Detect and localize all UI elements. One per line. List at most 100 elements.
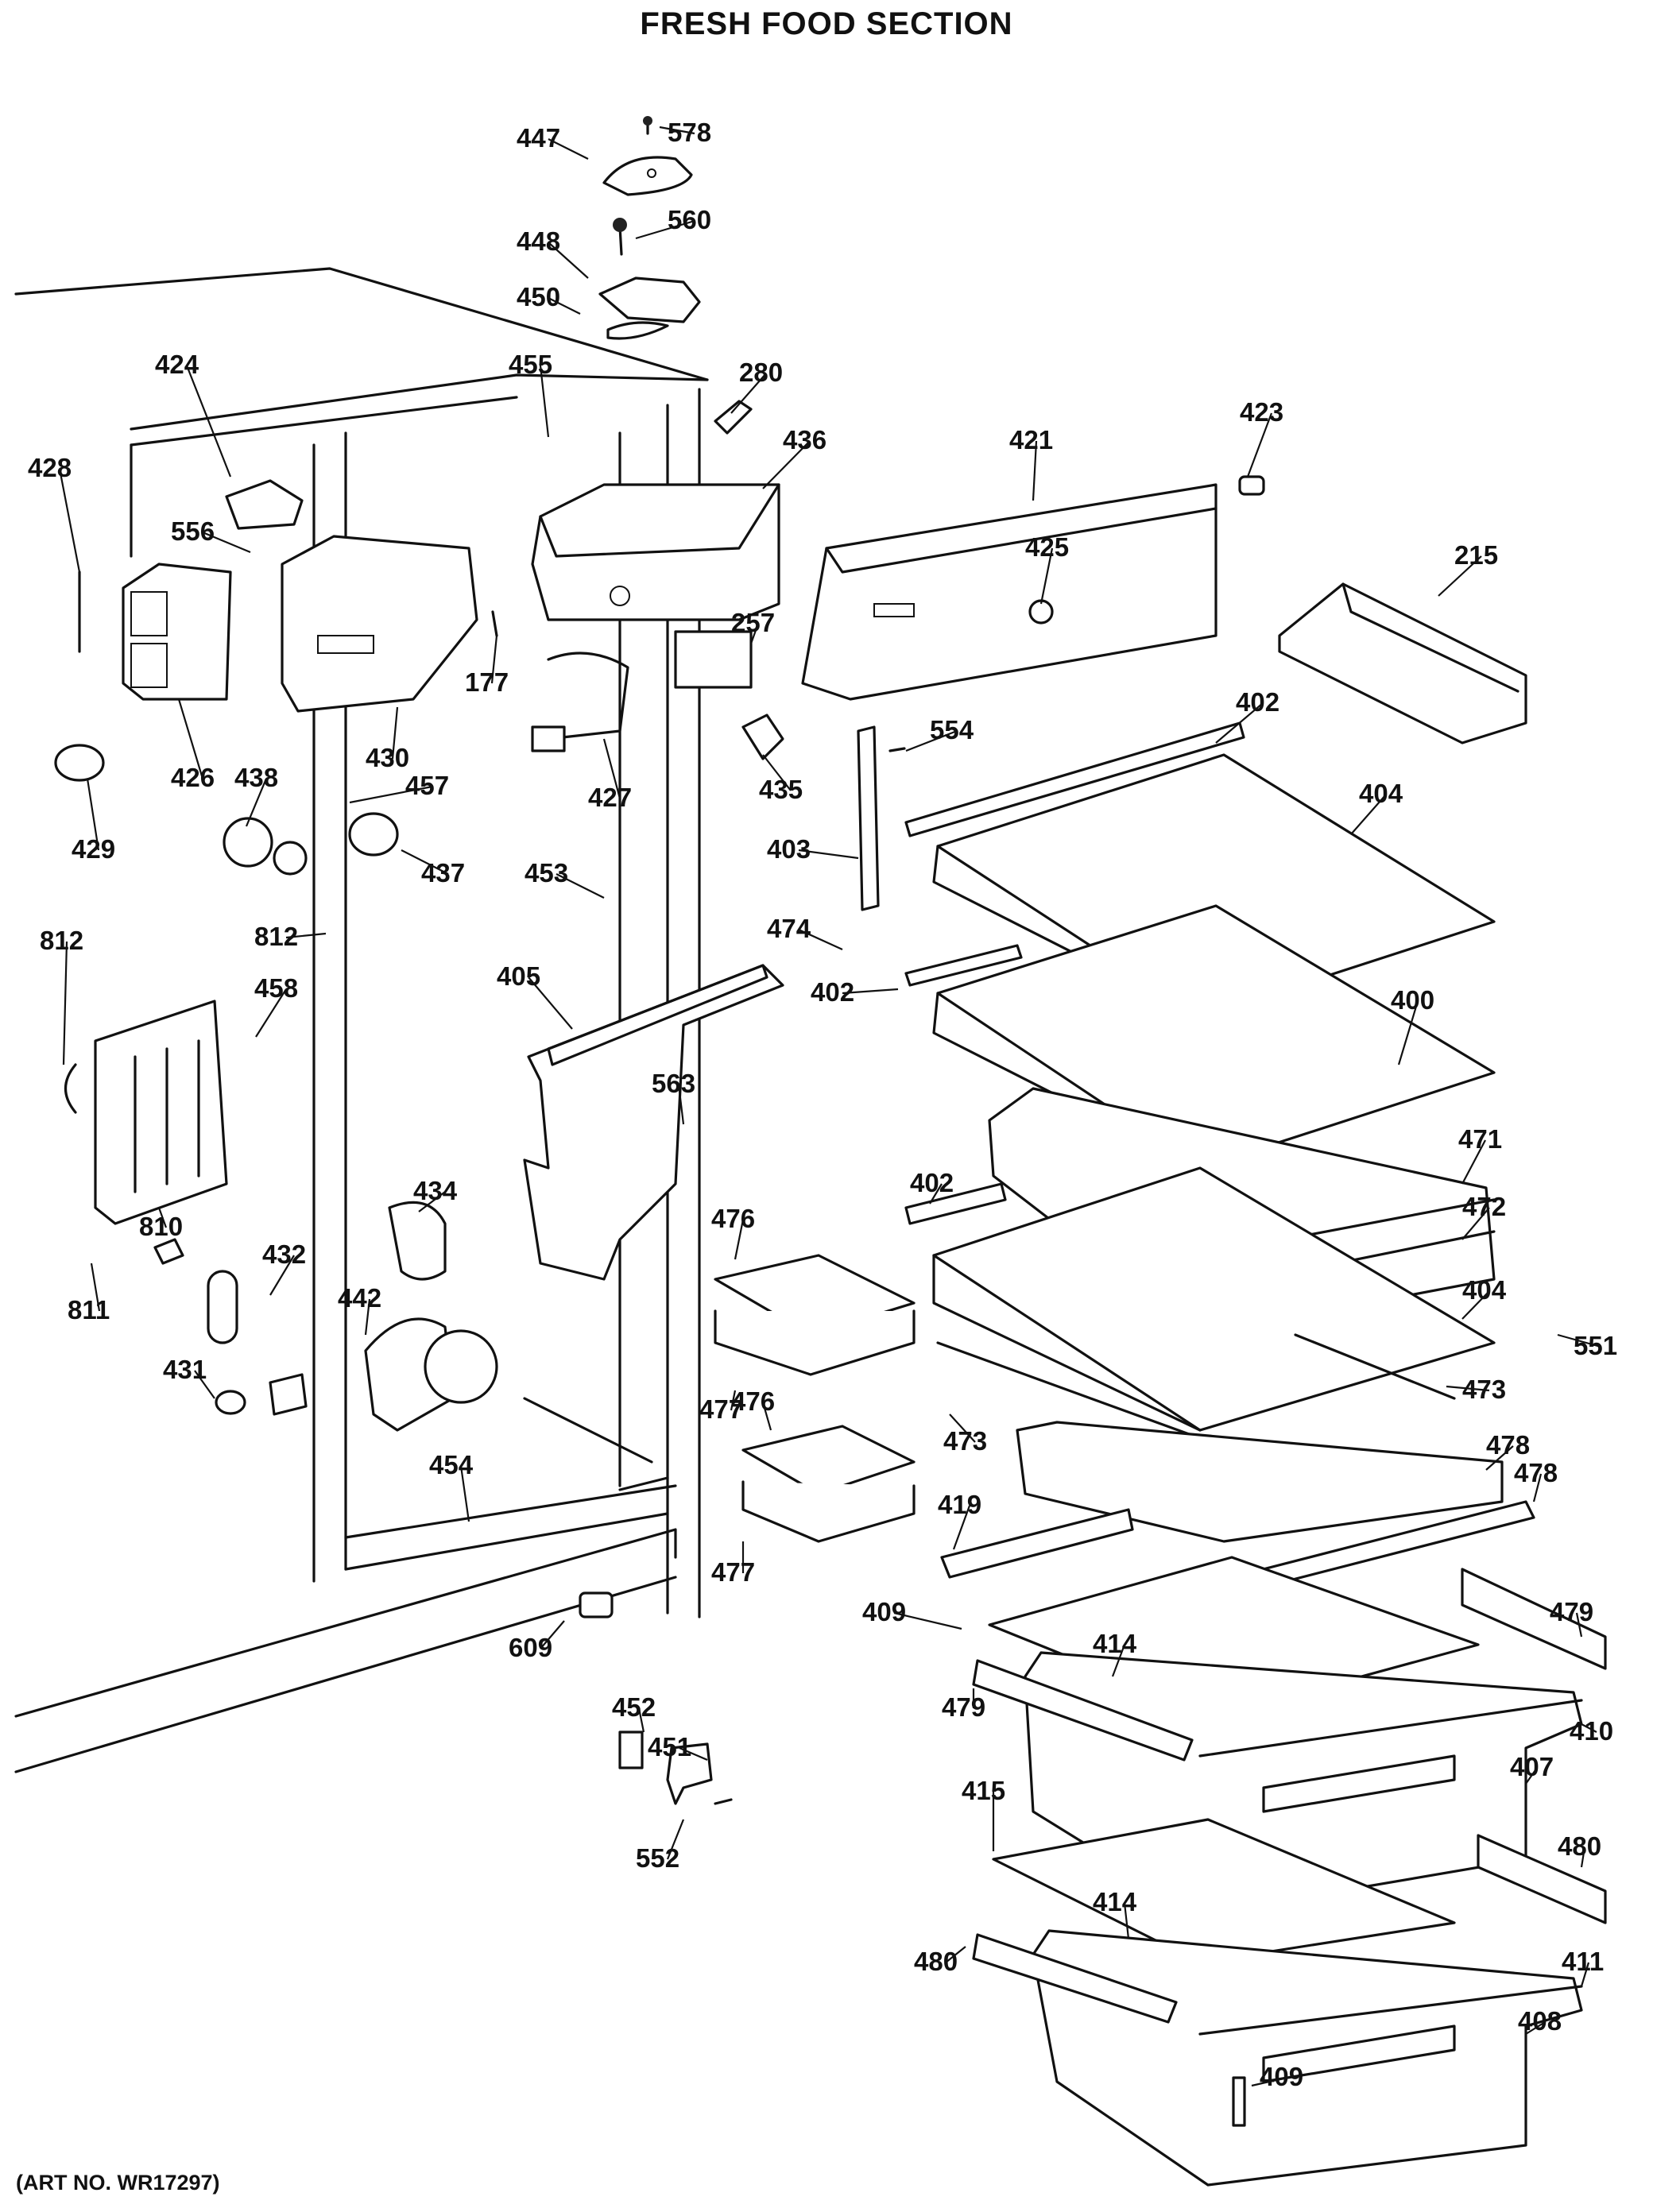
part-label-411: 411 [1562, 1947, 1604, 1976]
leader-line [1575, 1612, 1583, 1638]
part-label-556: 556 [171, 516, 215, 546]
leader-line [1485, 1445, 1514, 1471]
leader-line [1461, 1290, 1490, 1320]
leader-line [1039, 547, 1054, 605]
leader-line [945, 1946, 966, 1963]
leader-line [1581, 1723, 1597, 1733]
part-label-438: 438 [234, 763, 278, 792]
leader-line [418, 1191, 446, 1212]
leader-line [58, 468, 81, 573]
part-label-431: 431 [163, 1355, 207, 1384]
part-label-434: 434 [413, 1176, 458, 1205]
part-label-426: 426 [171, 763, 215, 792]
part-label-435: 435 [759, 775, 803, 804]
art-number: (ART NO. WR17297) [16, 2171, 220, 2195]
leader-line [1397, 1000, 1419, 1065]
leader-line [364, 1298, 371, 1336]
leader-line [548, 297, 581, 315]
leader-line [659, 126, 695, 135]
part-label-423: 423 [1240, 397, 1283, 427]
leader-line [679, 1746, 708, 1761]
part-label-452: 452 [612, 1692, 656, 1722]
leader-line [1032, 440, 1038, 501]
leader-line [929, 1183, 943, 1205]
part-label-402: 402 [1236, 687, 1279, 717]
part-label-551: 551 [1574, 1331, 1617, 1360]
part-label-404: 404 [1359, 779, 1403, 808]
leader-line [730, 1390, 737, 1411]
leader-line [637, 1707, 645, 1733]
part-label-415: 415 [962, 1776, 1005, 1805]
part-label-402: 402 [811, 977, 854, 1007]
part-label-609: 609 [509, 1633, 552, 1662]
leader-line [602, 738, 621, 799]
part-label-437: 437 [421, 858, 465, 888]
leader-line [1525, 1767, 1538, 1785]
part-label-812: 812 [40, 926, 83, 955]
part-label-480: 480 [914, 1947, 958, 1976]
leader-line [490, 635, 498, 684]
leader-line [1461, 1207, 1490, 1240]
part-label-472: 472 [1462, 1192, 1506, 1221]
part-label-471: 471 [1458, 1124, 1502, 1154]
part-label-578: 578 [668, 118, 711, 147]
leader-line [185, 365, 232, 478]
leader-line [245, 778, 268, 827]
leader-line [762, 754, 792, 791]
leader-line [1215, 702, 1264, 744]
leader-line [949, 1413, 976, 1443]
part-label-436: 436 [783, 425, 826, 454]
leader-line [730, 373, 767, 414]
part-label-402: 402 [910, 1168, 954, 1197]
leader-line [1532, 1473, 1543, 1502]
part-label-177: 177 [465, 667, 509, 697]
part-label-479: 479 [1550, 1597, 1593, 1626]
leader-line [349, 785, 433, 804]
part-label-432: 432 [262, 1239, 306, 1269]
leader-line [798, 928, 843, 951]
part-label-409: 409 [1260, 2062, 1303, 2091]
part-label-405: 405 [497, 961, 540, 991]
part-label-419: 419 [938, 1490, 981, 1519]
part-label-811: 811 [68, 1295, 110, 1324]
part-label-428: 428 [28, 453, 72, 482]
part-label-404: 404 [1462, 1275, 1507, 1305]
part-label-477: 477 [711, 1557, 755, 1587]
leader-line [1580, 1847, 1586, 1868]
part-label-473: 473 [943, 1426, 987, 1456]
leader-line [761, 1402, 772, 1431]
part-label-477: 477 [699, 1394, 743, 1424]
part-label-215: 215 [1454, 540, 1498, 570]
part-label-408: 408 [1518, 2006, 1562, 2036]
leader-line [905, 729, 958, 752]
leader-line [677, 1084, 685, 1125]
leader-line [798, 849, 859, 860]
part-label-407: 407 [1510, 1752, 1554, 1781]
leader-line [1111, 1644, 1126, 1677]
part-label-476: 476 [731, 1386, 775, 1416]
part-label-476: 476 [711, 1204, 755, 1233]
part-label-448: 448 [517, 226, 560, 256]
part-label-429: 429 [72, 834, 115, 864]
part-label-280: 280 [739, 358, 783, 387]
part-label-257: 257 [731, 608, 775, 637]
leader-line [734, 1219, 745, 1260]
part-label-427: 427 [588, 783, 632, 812]
leader-line [285, 932, 327, 939]
part-label-424: 424 [155, 350, 199, 379]
part-label-480: 480 [1558, 1831, 1601, 1861]
leader-line [202, 531, 251, 554]
part-label-478: 478 [1514, 1458, 1558, 1487]
leader-line [540, 1620, 565, 1649]
leader-line [255, 988, 287, 1038]
leader-line [1251, 2076, 1287, 2087]
leader-line [86, 778, 100, 851]
part-label-453: 453 [525, 858, 568, 888]
leader-line [1246, 412, 1273, 478]
leader-line [391, 706, 399, 760]
part-label-442: 442 [338, 1283, 381, 1313]
part-label-457: 457 [405, 771, 449, 800]
leader-line [269, 1255, 295, 1296]
